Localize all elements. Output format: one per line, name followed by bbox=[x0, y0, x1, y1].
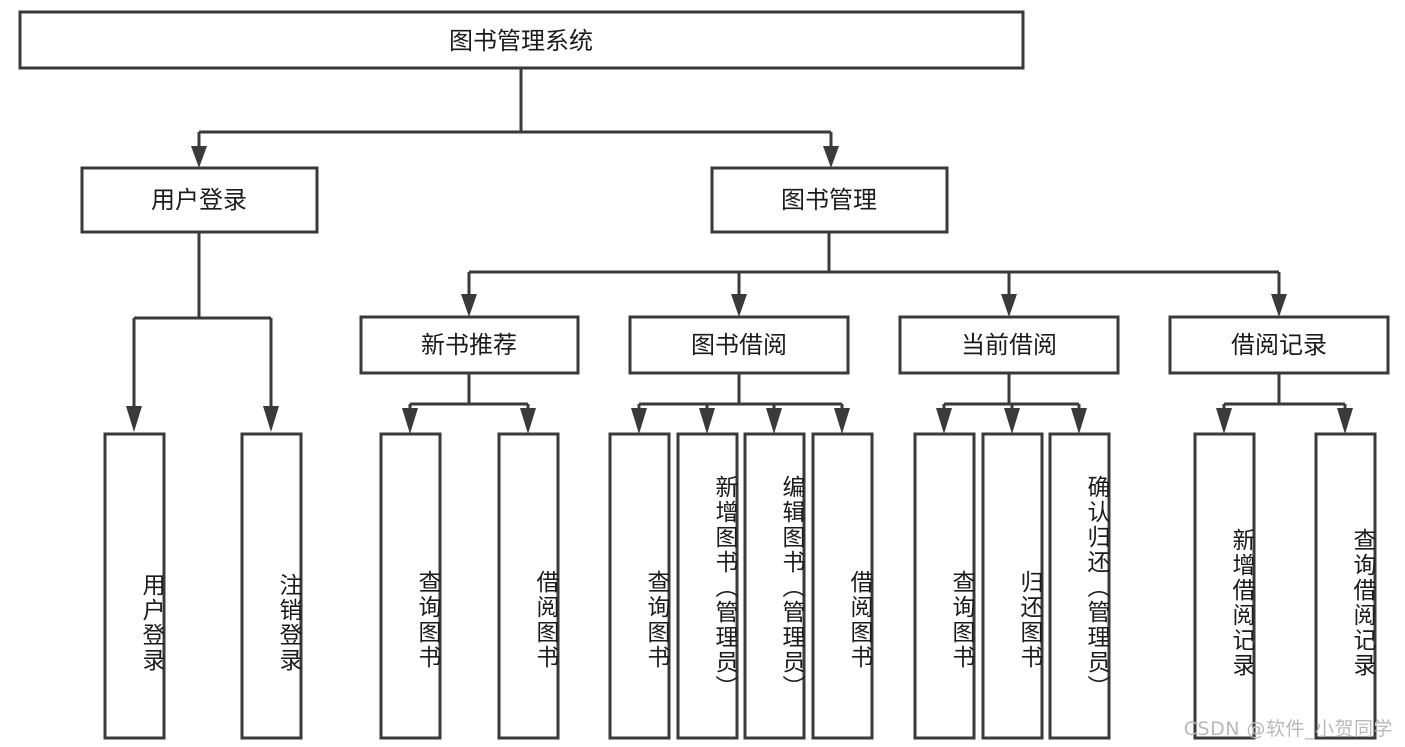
new-book-recommend-box[interactable] bbox=[359, 315, 580, 375]
node-book-borrow[interactable]: 图书借阅 bbox=[628, 315, 850, 375]
arrow-head-leaf-currentborrow-3 bbox=[1071, 408, 1087, 434]
node-user-login[interactable]: 用户登录 bbox=[80, 166, 319, 234]
leaf-box-borrowrecord-2[interactable] bbox=[1314, 432, 1377, 740]
leaf-box-bookborrow-3[interactable] bbox=[743, 432, 806, 740]
leaf-box-bookborrow-1[interactable] bbox=[608, 432, 671, 740]
watermark-text: CSDN @软件_小贺同学 bbox=[1183, 718, 1393, 740]
leaf-box-newbook-1[interactable] bbox=[379, 432, 442, 740]
root-box[interactable] bbox=[18, 10, 1025, 70]
leaf-box-user-login-2[interactable] bbox=[240, 432, 303, 740]
leaf-box-bookborrow-2[interactable] bbox=[676, 432, 739, 740]
connector-root-to-level2 bbox=[191, 68, 839, 168]
root-label: 图书管理系统 bbox=[449, 27, 593, 55]
new-book-recommend-label: 新书推荐 bbox=[421, 331, 517, 359]
current-borrow-box[interactable] bbox=[898, 315, 1120, 375]
arrow-head-book-borrow bbox=[731, 294, 747, 317]
arrow-head-leaf-user-login-2 bbox=[263, 406, 279, 432]
arrow-head-leaf-bookborrow-1 bbox=[631, 408, 647, 434]
leaf-box-currentborrow-2[interactable] bbox=[981, 432, 1044, 740]
node-new-book-recommend[interactable]: 新书推荐 bbox=[359, 315, 580, 375]
user-login-label: 用户登录 bbox=[151, 186, 247, 214]
arrow-head-leaf-bookborrow-2 bbox=[699, 408, 715, 434]
connector-book-mgmt-to-level3 bbox=[461, 232, 1287, 317]
leaf-box-newbook-2[interactable] bbox=[497, 432, 560, 740]
arrow-head-borrow-record bbox=[1271, 294, 1287, 317]
node-book-management[interactable]: 图书管理 bbox=[710, 166, 949, 234]
arrow-head-current-borrow bbox=[1001, 294, 1017, 317]
arrow-head-new-book bbox=[461, 294, 477, 317]
borrow-record-label: 借阅记录 bbox=[1231, 331, 1327, 359]
leaf-box-bookborrow-4[interactable] bbox=[811, 432, 874, 740]
connector-user-login-to-leaves bbox=[126, 232, 279, 432]
arrow-head-leaf-currentborrow-2 bbox=[1004, 408, 1020, 434]
arrow-head-leaf-borrowrecord-2 bbox=[1337, 408, 1353, 434]
arrow-head-book-mgmt bbox=[823, 146, 839, 168]
leaf-box-borrowrecord-1[interactable] bbox=[1193, 432, 1256, 740]
arrow-head-leaf-currentborrow-1 bbox=[936, 408, 952, 434]
current-borrow-label: 当前借阅 bbox=[961, 331, 1057, 359]
connector-book-borrow-to-leaves bbox=[631, 373, 850, 434]
arrow-head-leaf-borrowrecord-1 bbox=[1216, 408, 1232, 434]
arrow-head-leaf-bookborrow-4 bbox=[834, 408, 850, 434]
book-borrow-box[interactable] bbox=[628, 315, 850, 375]
arrow-head-user-login bbox=[191, 146, 207, 168]
node-borrow-record[interactable]: 借阅记录 bbox=[1168, 315, 1390, 375]
connector-borrow-record-to-leaves bbox=[1216, 373, 1353, 434]
arrow-head-leaf-newbook-2 bbox=[520, 408, 536, 434]
leaf-boxes bbox=[103, 432, 1377, 740]
book-management-box[interactable] bbox=[710, 166, 949, 234]
leaf-box-currentborrow-3[interactable] bbox=[1048, 432, 1111, 740]
arrow-head-leaf-newbook-1 bbox=[402, 408, 418, 434]
book-management-label: 图书管理 bbox=[781, 186, 877, 214]
book-borrow-label: 图书借阅 bbox=[691, 331, 787, 359]
leaf-box-currentborrow-1[interactable] bbox=[913, 432, 976, 740]
node-root[interactable]: 图书管理系统 bbox=[18, 10, 1025, 70]
connector-current-borrow-to-leaves bbox=[936, 373, 1087, 434]
borrow-record-box[interactable] bbox=[1168, 315, 1390, 375]
node-current-borrow[interactable]: 当前借阅 bbox=[898, 315, 1120, 375]
leaf-box-user-login-1[interactable] bbox=[103, 432, 166, 740]
arrow-head-leaf-user-login-1 bbox=[126, 406, 142, 432]
arrow-head-leaf-bookborrow-3 bbox=[766, 408, 782, 434]
connector-new-book-to-leaves bbox=[402, 373, 536, 434]
